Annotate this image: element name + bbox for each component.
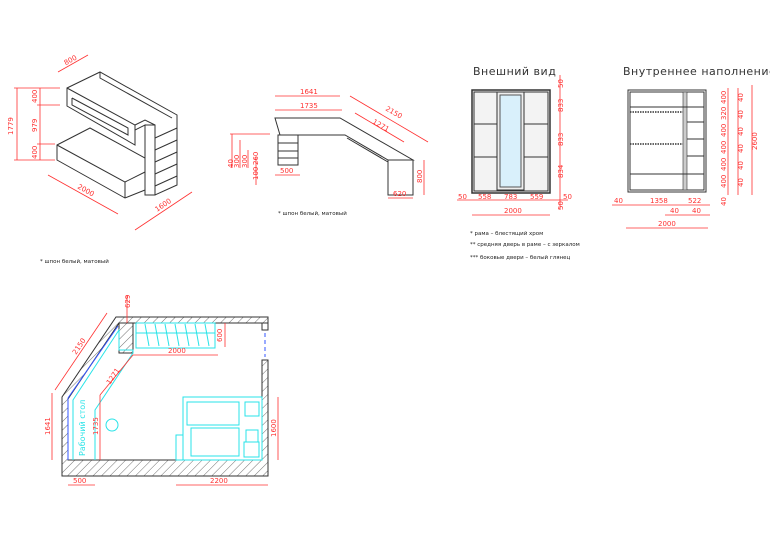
dim-1735: 1735	[92, 417, 100, 435]
dim-979: 979	[31, 119, 39, 132]
dim-600: 600	[216, 329, 224, 342]
dim-1600: 1600	[270, 419, 278, 437]
dim-v: 400	[720, 91, 728, 104]
dim-v: 834	[557, 164, 565, 178]
dim-500: 500	[280, 167, 293, 175]
desk-drawers	[277, 134, 299, 166]
dim-40-bottom: 40	[720, 197, 728, 206]
dim-v40: 40	[737, 144, 745, 153]
dim-400-bottom: 400	[31, 146, 39, 159]
wardrobe-exterior-dimensions: 50 833 833 834 50 50 558 783 559 50 2000	[457, 75, 572, 216]
dim-620: 620	[393, 190, 406, 198]
dim-260: 260	[252, 152, 260, 165]
dim-h40: 40	[670, 207, 679, 215]
dim-629: 629	[124, 295, 132, 308]
desk-label: Рабочий стол	[78, 400, 87, 456]
dim-2000: 2000	[658, 220, 676, 228]
furniture: Рабочий стол	[72, 322, 263, 461]
desk-view: 1641 1735 2150 1271 40 300 300 260 100 5…	[227, 88, 429, 217]
dim-500: 500	[73, 477, 86, 485]
dim-300-b: 300	[241, 155, 249, 168]
desk-dimensions: 1641 1735 2150 1271 40 300 300 260 100 5…	[227, 88, 429, 199]
wardrobe-exterior-title: Внешний вид	[473, 65, 556, 78]
bunk-bed-outline	[56, 71, 178, 199]
dim-h: 1358	[650, 197, 668, 205]
wardrobe-interior-dimensions: 400 320 400 400 400 400 40 40 40 40 40 4…	[612, 85, 759, 229]
dim-h: 559	[530, 193, 543, 201]
desk-plan	[72, 328, 134, 460]
dim-v: 320	[720, 107, 728, 120]
dim-h: 558	[478, 193, 491, 201]
dim-h40: 40	[692, 207, 701, 215]
dim-40: 40	[227, 159, 235, 168]
dim-300-a: 300	[233, 155, 241, 168]
dim-1271: 1271	[371, 118, 390, 134]
dim-v40: 40	[737, 178, 745, 187]
dim-v40: 40	[737, 93, 745, 102]
dim-2200: 2200	[210, 477, 228, 485]
dim-800: 800	[416, 170, 424, 183]
dim-v: 833	[557, 133, 565, 146]
dim-v: 400	[720, 175, 728, 188]
dim-1779: 1779	[7, 117, 15, 135]
dim-h: 50	[563, 193, 572, 201]
desk-note: * шпон белый, матовый	[278, 210, 347, 217]
wardrobe-exterior-view: Внешний вид 50 833 833 834 50 50 558 783…	[457, 65, 580, 261]
dim-1735: 1735	[300, 102, 318, 110]
note: * рама – блестящий хром	[470, 230, 543, 237]
dim-100: 100	[252, 167, 260, 180]
dim-2150: 2150	[71, 337, 88, 356]
wardrobe-interior-title: Внутреннее наполнение	[623, 65, 770, 78]
dim-400-top: 400	[31, 90, 39, 103]
bunk-bed-plan	[182, 396, 263, 461]
note: *** боковые двери – белый глянец	[470, 254, 571, 261]
dim-2600: 2600	[751, 132, 759, 150]
note: ** средняя дверь в раме – с зеркалом	[470, 242, 580, 248]
dim-v40: 40	[737, 127, 745, 136]
dim-1271: 1271	[105, 367, 122, 386]
wardrobe-plan	[135, 322, 216, 349]
floor-plan: Рабочий стол 629 2150 1271 600 2000 1641…	[44, 295, 279, 486]
dim-1641: 1641	[44, 417, 52, 435]
dim-2000: 2000	[504, 207, 522, 215]
dim-1641: 1641	[300, 88, 318, 96]
bunk-bed-note: * шпон белый, матовый	[40, 258, 109, 265]
dim-v: 400	[720, 158, 728, 171]
dim-h: 783	[504, 193, 517, 201]
dim-v: 50	[557, 201, 565, 210]
dim-2000: 2000	[168, 347, 186, 355]
dim-h: 40	[614, 197, 623, 205]
desk-leg	[387, 159, 414, 196]
dim-h: 522	[688, 197, 701, 205]
dim-v: 400	[720, 141, 728, 154]
chair	[105, 418, 119, 432]
bunk-bed-view: 800 1779 400 979 400 2000 1600 * шпон бе…	[7, 54, 193, 265]
dim-v40: 40	[737, 110, 745, 119]
dim-v: 50	[557, 79, 565, 88]
dim-v40: 40	[737, 161, 745, 170]
dim-v: 400	[720, 124, 728, 137]
wardrobe-interior-view: Внутреннее наполнение 400 320 400 400 40…	[612, 65, 770, 229]
dim-h: 50	[458, 193, 467, 201]
dim-2150: 2150	[384, 105, 403, 121]
dim-v: 833	[557, 99, 565, 112]
